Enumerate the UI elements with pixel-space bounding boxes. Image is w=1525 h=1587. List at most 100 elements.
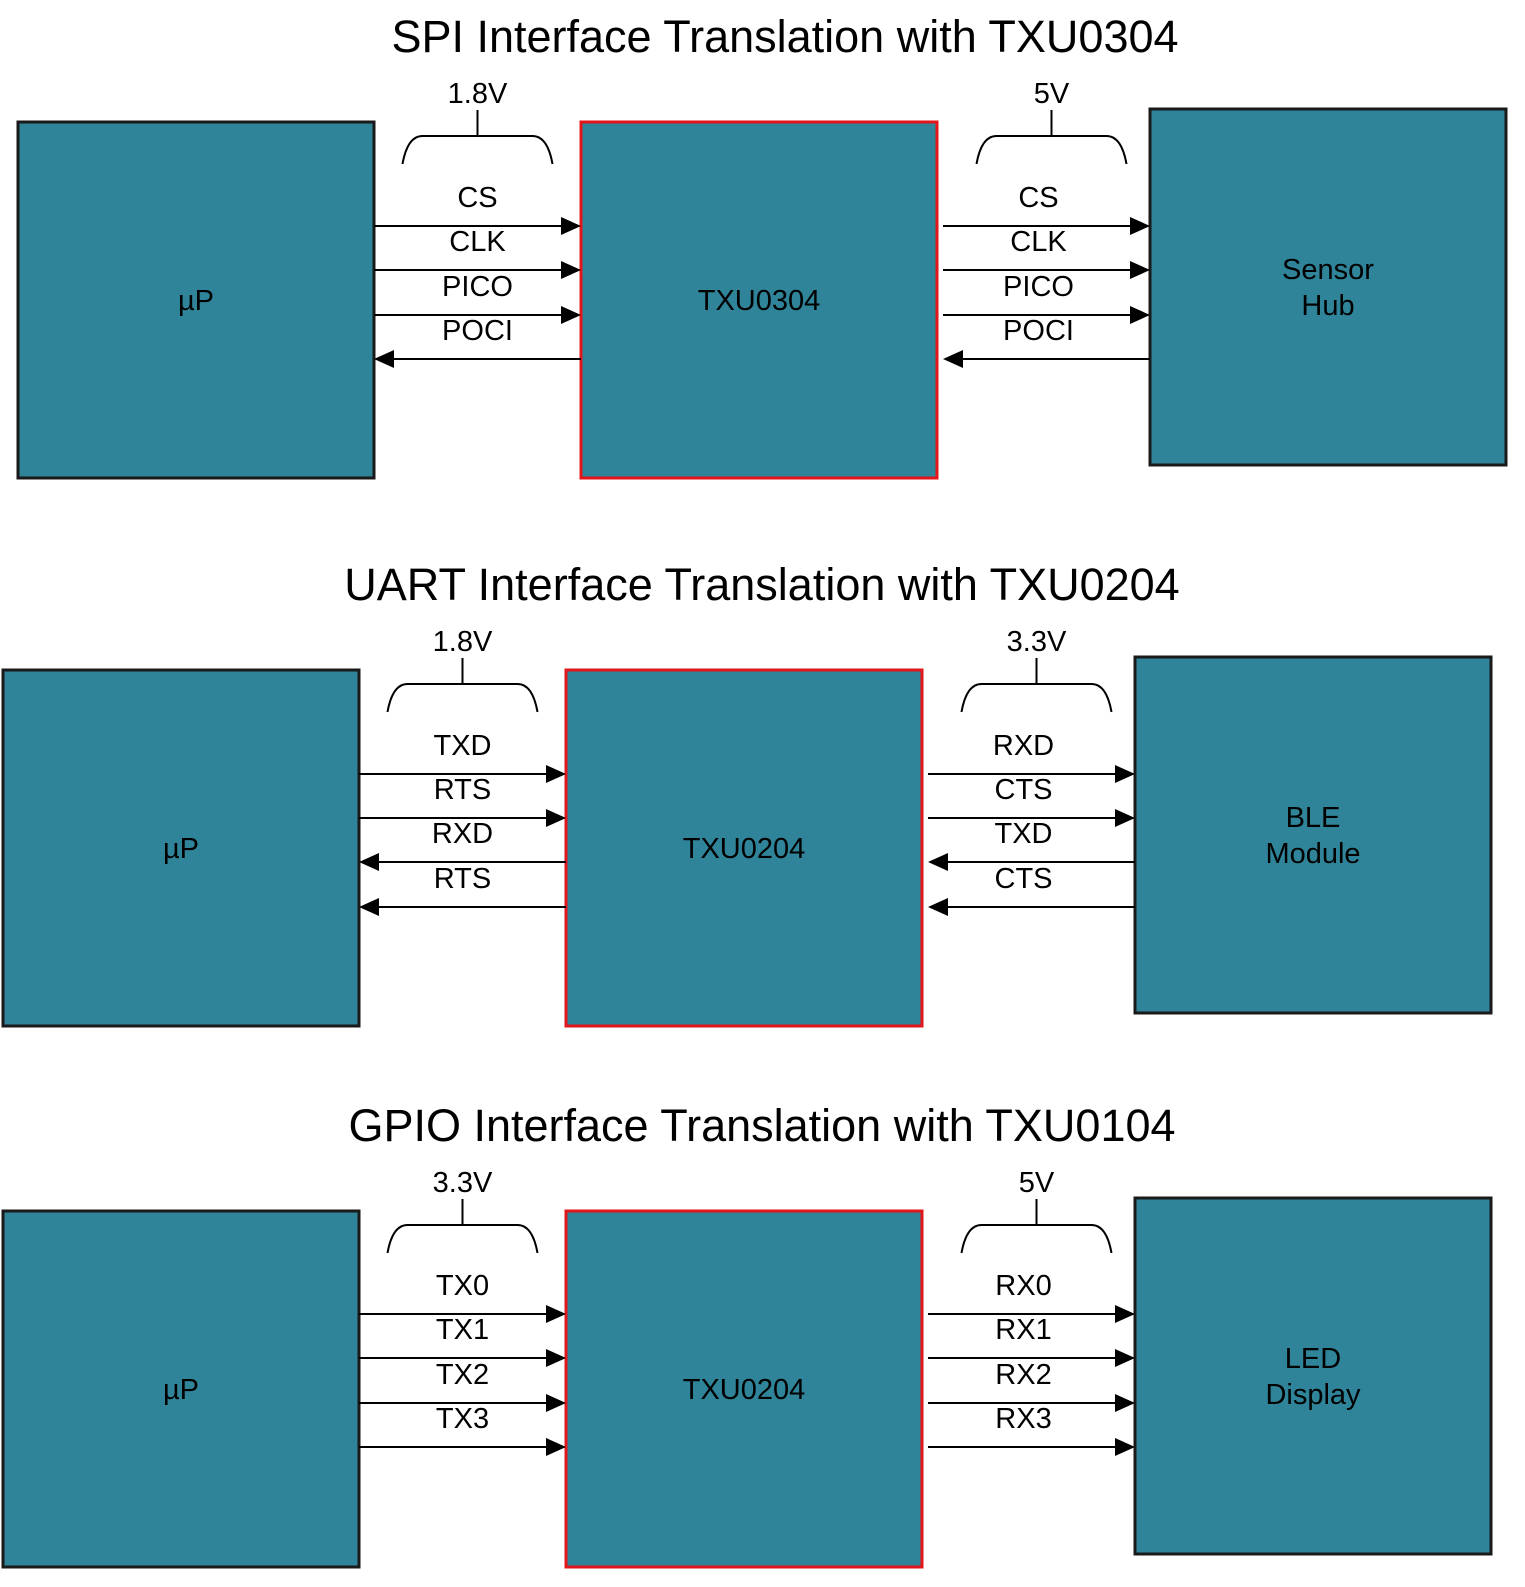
left-signal-arrow-head	[359, 898, 379, 916]
right-voltage-label: 3.3V	[1007, 626, 1067, 658]
section-2: UART Interface Translation with TXU0204 µ…	[1, 559, 1493, 1028]
right-signal-label: RX2	[995, 1359, 1051, 1391]
left-voltage-label: 1.8V	[448, 78, 508, 110]
left-signal: CLK	[374, 226, 581, 279]
right-signal: CTS	[928, 863, 1135, 916]
left-signal: CS	[374, 182, 581, 235]
right-voltage-brace	[960, 1199, 1113, 1254]
peripheral-label: LED	[1285, 1343, 1341, 1375]
section-title: GPIO Interface Translation with TXU0104	[348, 1100, 1175, 1151]
right-signal: RX1	[928, 1314, 1135, 1367]
right-signal-arrow-head	[1115, 1349, 1135, 1367]
right-signal: CS	[943, 182, 1150, 235]
microprocessor-block	[16, 120, 376, 480]
microprocessor-block	[1, 1209, 361, 1569]
peripheral-block	[1133, 1196, 1493, 1556]
right-signal-label: CTS	[995, 863, 1053, 895]
left-signal-label: POCI	[442, 315, 513, 347]
left-signal-label: TX0	[436, 1270, 489, 1302]
microprocessor-label: µP	[178, 285, 214, 317]
right-voltage-brace	[960, 658, 1113, 713]
right-signal-arrow-head	[1130, 306, 1150, 324]
right-signal-label: POCI	[1003, 315, 1074, 347]
translator-block	[564, 1209, 924, 1569]
left-signal-label: RXD	[432, 818, 493, 850]
left-signal-label: TXD	[434, 730, 492, 762]
left-signal-arrow-head	[561, 217, 581, 235]
right-signal-arrow-head	[1115, 1305, 1135, 1323]
translator-label: TXU0204	[683, 833, 806, 865]
right-signal-label: RXD	[993, 730, 1054, 762]
left-signal-arrow-head	[546, 1305, 566, 1323]
right-signal-label: RX1	[995, 1314, 1051, 1346]
right-signal-arrow-head	[1130, 261, 1150, 279]
right-signal-label: RX3	[995, 1403, 1051, 1435]
microprocessor-label: µP	[163, 1374, 199, 1406]
section-title: SPI Interface Translation with TXU0304	[391, 11, 1178, 62]
translator-block	[564, 668, 924, 1028]
left-signal-arrow-head	[374, 350, 394, 368]
section-1: SPI Interface Translation with TXU0304 µP…	[16, 11, 1508, 480]
left-signal-arrow-head	[546, 765, 566, 783]
right-signal-label: PICO	[1003, 271, 1074, 303]
left-signal-arrow-head	[561, 306, 581, 324]
right-signal-arrow-head	[1130, 217, 1150, 235]
right-signal-arrow-head	[1115, 765, 1135, 783]
left-signal-arrow-head	[561, 261, 581, 279]
right-signal: POCI	[943, 315, 1150, 368]
left-voltage-label: 3.3V	[433, 1167, 493, 1199]
right-signal-arrow-head	[928, 853, 948, 871]
left-signal-label: RTS	[434, 774, 491, 806]
right-signal-arrow-head	[943, 350, 963, 368]
left-signal: PICO	[374, 271, 581, 324]
right-signal: CLK	[943, 226, 1150, 279]
right-signal-arrow-head	[1115, 1394, 1135, 1412]
right-signal-label: RX0	[995, 1270, 1051, 1302]
section-3: GPIO Interface Translation with TXU0104 µ…	[1, 1100, 1493, 1569]
peripheral-block	[1133, 655, 1493, 1015]
left-signal: TX2	[359, 1359, 566, 1412]
peripheral-block	[1148, 107, 1508, 467]
peripheral-label: Display	[1265, 1379, 1361, 1411]
translator-label: TXU0204	[683, 1374, 806, 1406]
right-signal-arrow-head	[928, 898, 948, 916]
left-signal: TX0	[359, 1270, 566, 1323]
peripheral-label: BLE	[1286, 802, 1341, 834]
right-signal: RX2	[928, 1359, 1135, 1412]
left-signal: RTS	[359, 863, 566, 916]
left-signal-label: CLK	[449, 226, 506, 258]
left-voltage-label: 1.8V	[433, 626, 493, 658]
left-signal-label: PICO	[442, 271, 513, 303]
right-voltage-label: 5V	[1019, 1167, 1055, 1199]
section-title: UART Interface Translation with TXU0204	[344, 559, 1179, 610]
peripheral-label: Hub	[1301, 290, 1354, 322]
right-signal-label: CS	[1018, 182, 1058, 214]
left-signal-label: RTS	[434, 863, 491, 895]
right-signal-arrow-head	[1115, 809, 1135, 827]
left-voltage-brace	[386, 658, 539, 713]
microprocessor-label: µP	[163, 833, 199, 865]
left-signal: RXD	[359, 818, 566, 871]
left-voltage-brace	[401, 110, 554, 165]
right-signal: RX3	[928, 1403, 1135, 1456]
left-signal: RTS	[359, 774, 566, 827]
left-signal-label: TX2	[436, 1359, 489, 1391]
left-signal-arrow-head	[546, 1438, 566, 1456]
right-signal-arrow-head	[1115, 1438, 1135, 1456]
translator-label: TXU0304	[698, 285, 821, 317]
peripheral-label: Module	[1265, 838, 1360, 870]
left-signal-label: CS	[457, 182, 497, 214]
left-signal-arrow-head	[359, 853, 379, 871]
right-signal-label: TXD	[995, 818, 1053, 850]
peripheral-label: Sensor	[1282, 254, 1374, 286]
left-signal: TX3	[359, 1403, 566, 1456]
left-voltage-brace	[386, 1199, 539, 1254]
right-signal: TXD	[928, 818, 1135, 871]
left-signal: POCI	[374, 315, 581, 368]
right-voltage-brace	[975, 110, 1128, 165]
left-signal-arrow-head	[546, 1349, 566, 1367]
left-signal: TXD	[359, 730, 566, 783]
right-voltage-label: 5V	[1034, 78, 1070, 110]
translator-block	[579, 120, 939, 480]
